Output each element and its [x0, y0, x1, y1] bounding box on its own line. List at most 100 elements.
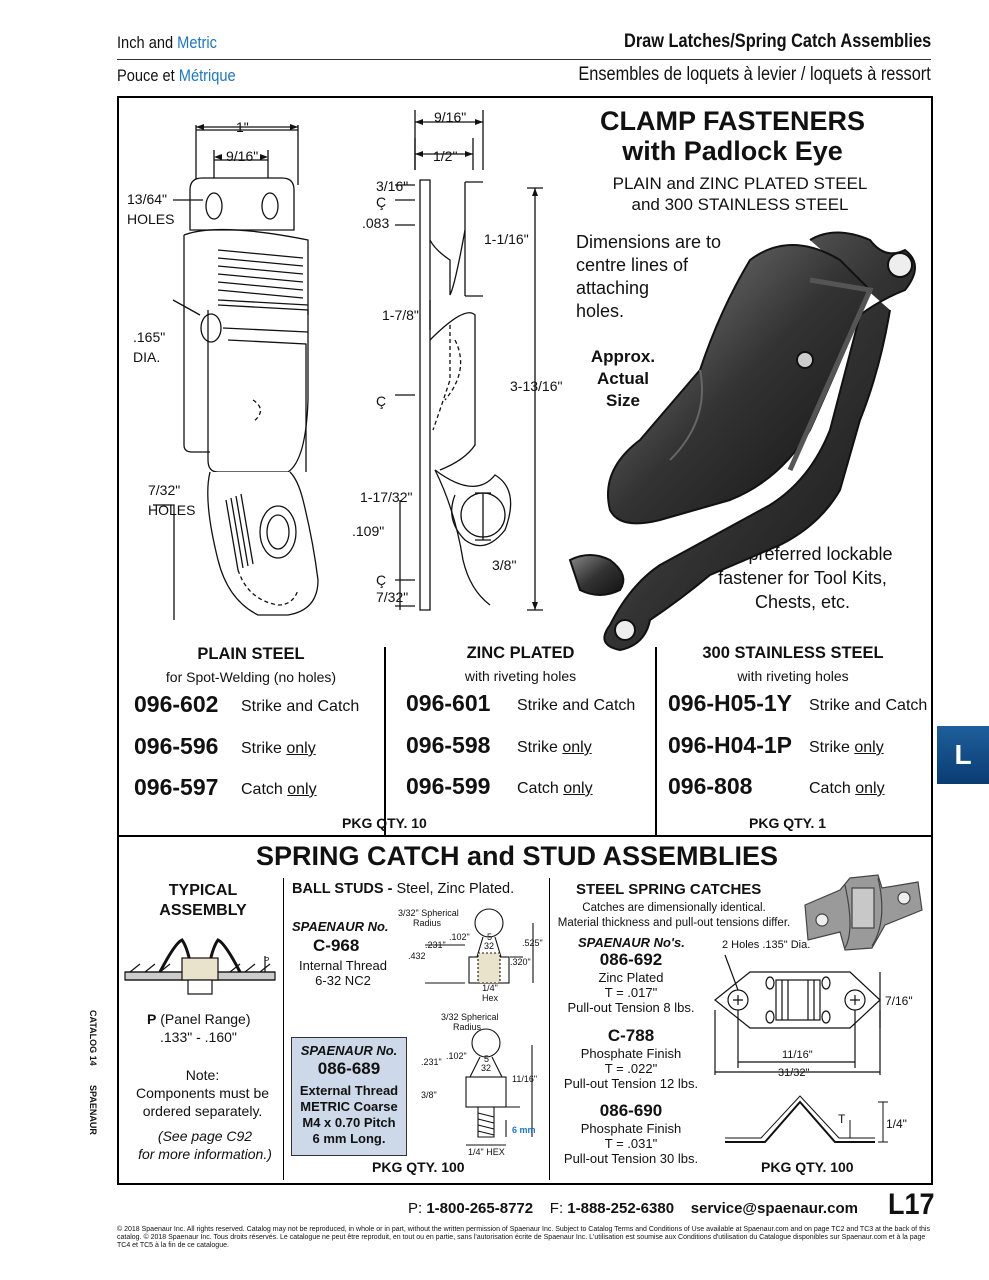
part-no-096-598: 096-598: [406, 732, 491, 758]
part-no-086-689: 086-689: [317, 1059, 381, 1078]
side-dim-1-1-16: 1-1/16": [484, 231, 529, 247]
content-frame: [117, 96, 933, 1185]
side-cl-3: Ç: [376, 572, 387, 588]
side-dim-1-2: 1/2": [433, 148, 458, 164]
col-head-stainless: 300 STAINLESS STEEL: [702, 644, 884, 662]
side-dim-1-7-8: 1-7/8": [382, 307, 419, 323]
dim-165-dia: .165"DIA.: [133, 329, 166, 365]
column-divider-2: [655, 647, 657, 835]
part-desc: Strike and Catch: [517, 697, 636, 714]
panel-range-values: .133" - .160": [160, 1029, 237, 1045]
spring-title: SPRING CATCH and STUD ASSEMBLIES: [255, 841, 779, 871]
side-dim-083: .083: [362, 215, 390, 231]
col-sub-stainless: with riveting holes: [737, 668, 849, 684]
panel-range-label: P (Panel Range): [147, 1011, 251, 1027]
part-no-096-599: 096-599: [406, 773, 491, 799]
stud2-dim-32: 32: [481, 1063, 492, 1073]
part-no-096-808: 096-808: [668, 773, 753, 799]
side-cl-1: Ç: [376, 194, 387, 210]
header-units-fr: Pouce et Métrique: [117, 66, 236, 85]
page-number: L17: [888, 1188, 935, 1221]
spring-catch-top-view: [714, 954, 881, 1075]
stud1-dim-102: .102": [449, 932, 470, 942]
part-no-c-968: C-968: [313, 936, 360, 955]
steel-catches-heading: STEEL SPRING CATCHES: [576, 881, 762, 898]
part-no-096-601: 096-601: [406, 690, 491, 716]
side-catalog-label: CATALOG 14: [88, 1010, 98, 1066]
dim-1in: 1": [236, 119, 249, 135]
part-desc: Strike and Catch: [809, 697, 928, 714]
stud1-dim-432: .432: [408, 951, 426, 961]
part-no-096-H05-1Y: 096-H05-1Y: [668, 690, 793, 716]
pkg-qty-clamp-plain-zinc: PKG QTY. 10: [342, 815, 427, 831]
spaenaur-no-label: SPAENAUR No.: [292, 919, 389, 934]
part-desc: Catch only: [241, 781, 317, 798]
clamp-photo: [568, 231, 916, 652]
pkg-qty-spring-catches: PKG QTY. 100: [761, 1159, 854, 1175]
side-dim-3-16: 3/16": [376, 178, 409, 194]
dim-holes-13-64: 13/64"HOLES: [127, 191, 175, 227]
panel-p-label: P: [264, 956, 270, 965]
footer-phone[interactable]: 1-800-265-8772: [426, 1200, 534, 1217]
dim-9-16: 9/16": [226, 148, 259, 164]
header-rule: [117, 59, 931, 60]
header-units-en: Inch and Metric: [117, 33, 217, 52]
steel-catches-sub: Catches are dimensionally identical.Mate…: [557, 902, 791, 929]
spring-divider-1: [283, 878, 284, 1180]
side-dim-3-8: 3/8": [492, 557, 517, 573]
stud2-dim-6mm: 6 mm: [512, 1125, 536, 1135]
catch-c-788: C-788 Phosphate Finish T = .022" Pull-ou…: [563, 1026, 699, 1091]
catch-086-690: 086-690 Phosphate Finish T = .031" Pull-…: [563, 1101, 699, 1166]
stud2-dim-3-8: 3/8": [421, 1090, 437, 1100]
catch-dim-31-32: 31/32": [778, 1067, 810, 1079]
catch-dim-7-16: 7/16": [885, 994, 913, 1008]
part-no-096-H04-1P: 096-H04-1P: [668, 732, 793, 758]
header-section-title-fr: Ensembles de loquets à levier / loquets …: [578, 64, 931, 85]
part-desc: Strike and Catch: [241, 698, 360, 715]
part-no-096-597: 096-597: [134, 774, 219, 800]
stud1-dim-231: .231": [425, 940, 446, 950]
catch-holes-label: 2 Holes .135" Dia.: [722, 939, 811, 951]
stud2-dim-11-16: 11/16": [512, 1074, 538, 1084]
col-head-plain: PLAIN STEEL: [197, 645, 305, 663]
front-view-drawing: [153, 124, 319, 620]
part-desc: Catch only: [809, 780, 885, 797]
side-dim-9-16: 9/16": [434, 109, 467, 125]
legal-notice: © 2018 Spaenaur Inc. All rights reserved…: [117, 1226, 930, 1249]
pkg-qty-ball-studs: PKG QTY. 100: [372, 1159, 465, 1175]
spring-catch-side-view: [725, 1095, 888, 1143]
catch-dim-1-4: 1/4": [886, 1117, 907, 1131]
footer-email[interactable]: service@spaenaur.com: [690, 1200, 858, 1217]
side-dim-109: .109": [352, 523, 385, 539]
footer-fax[interactable]: 1-888-252-6380: [567, 1200, 675, 1217]
side-view-drawing: [395, 110, 543, 611]
col-head-zinc: ZINC PLATED: [466, 644, 575, 662]
part-desc: Catch only: [517, 780, 593, 797]
header-section-title-en: Draw Latches/Spring Catch Assemblies: [623, 31, 931, 52]
spaenaur-nos-label: SPAENAUR No's.: [578, 935, 685, 950]
stud2-dim-102: .102": [446, 1051, 467, 1061]
side-cl-2: Ç: [376, 393, 387, 409]
catch-dim-11-16: 11/16": [782, 1049, 813, 1061]
stud1-dim-320: .320": [510, 957, 531, 967]
stud1-dim-32: 32: [484, 941, 495, 951]
stud1-dim-525: .525": [522, 938, 543, 948]
catch-086-692: 086-692 Zinc Plated T = .017" Pull-out T…: [567, 950, 695, 1015]
section-tab-l[interactable]: L: [937, 726, 989, 784]
part-no-096-596: 096-596: [134, 733, 219, 759]
spring-catch-photo: [804, 874, 923, 951]
metric-stud-box: [291, 1037, 407, 1156]
side-dim-3-13-16: 3-13/16": [510, 378, 563, 394]
stud1-hex: 1/4"Hex: [482, 983, 499, 1003]
